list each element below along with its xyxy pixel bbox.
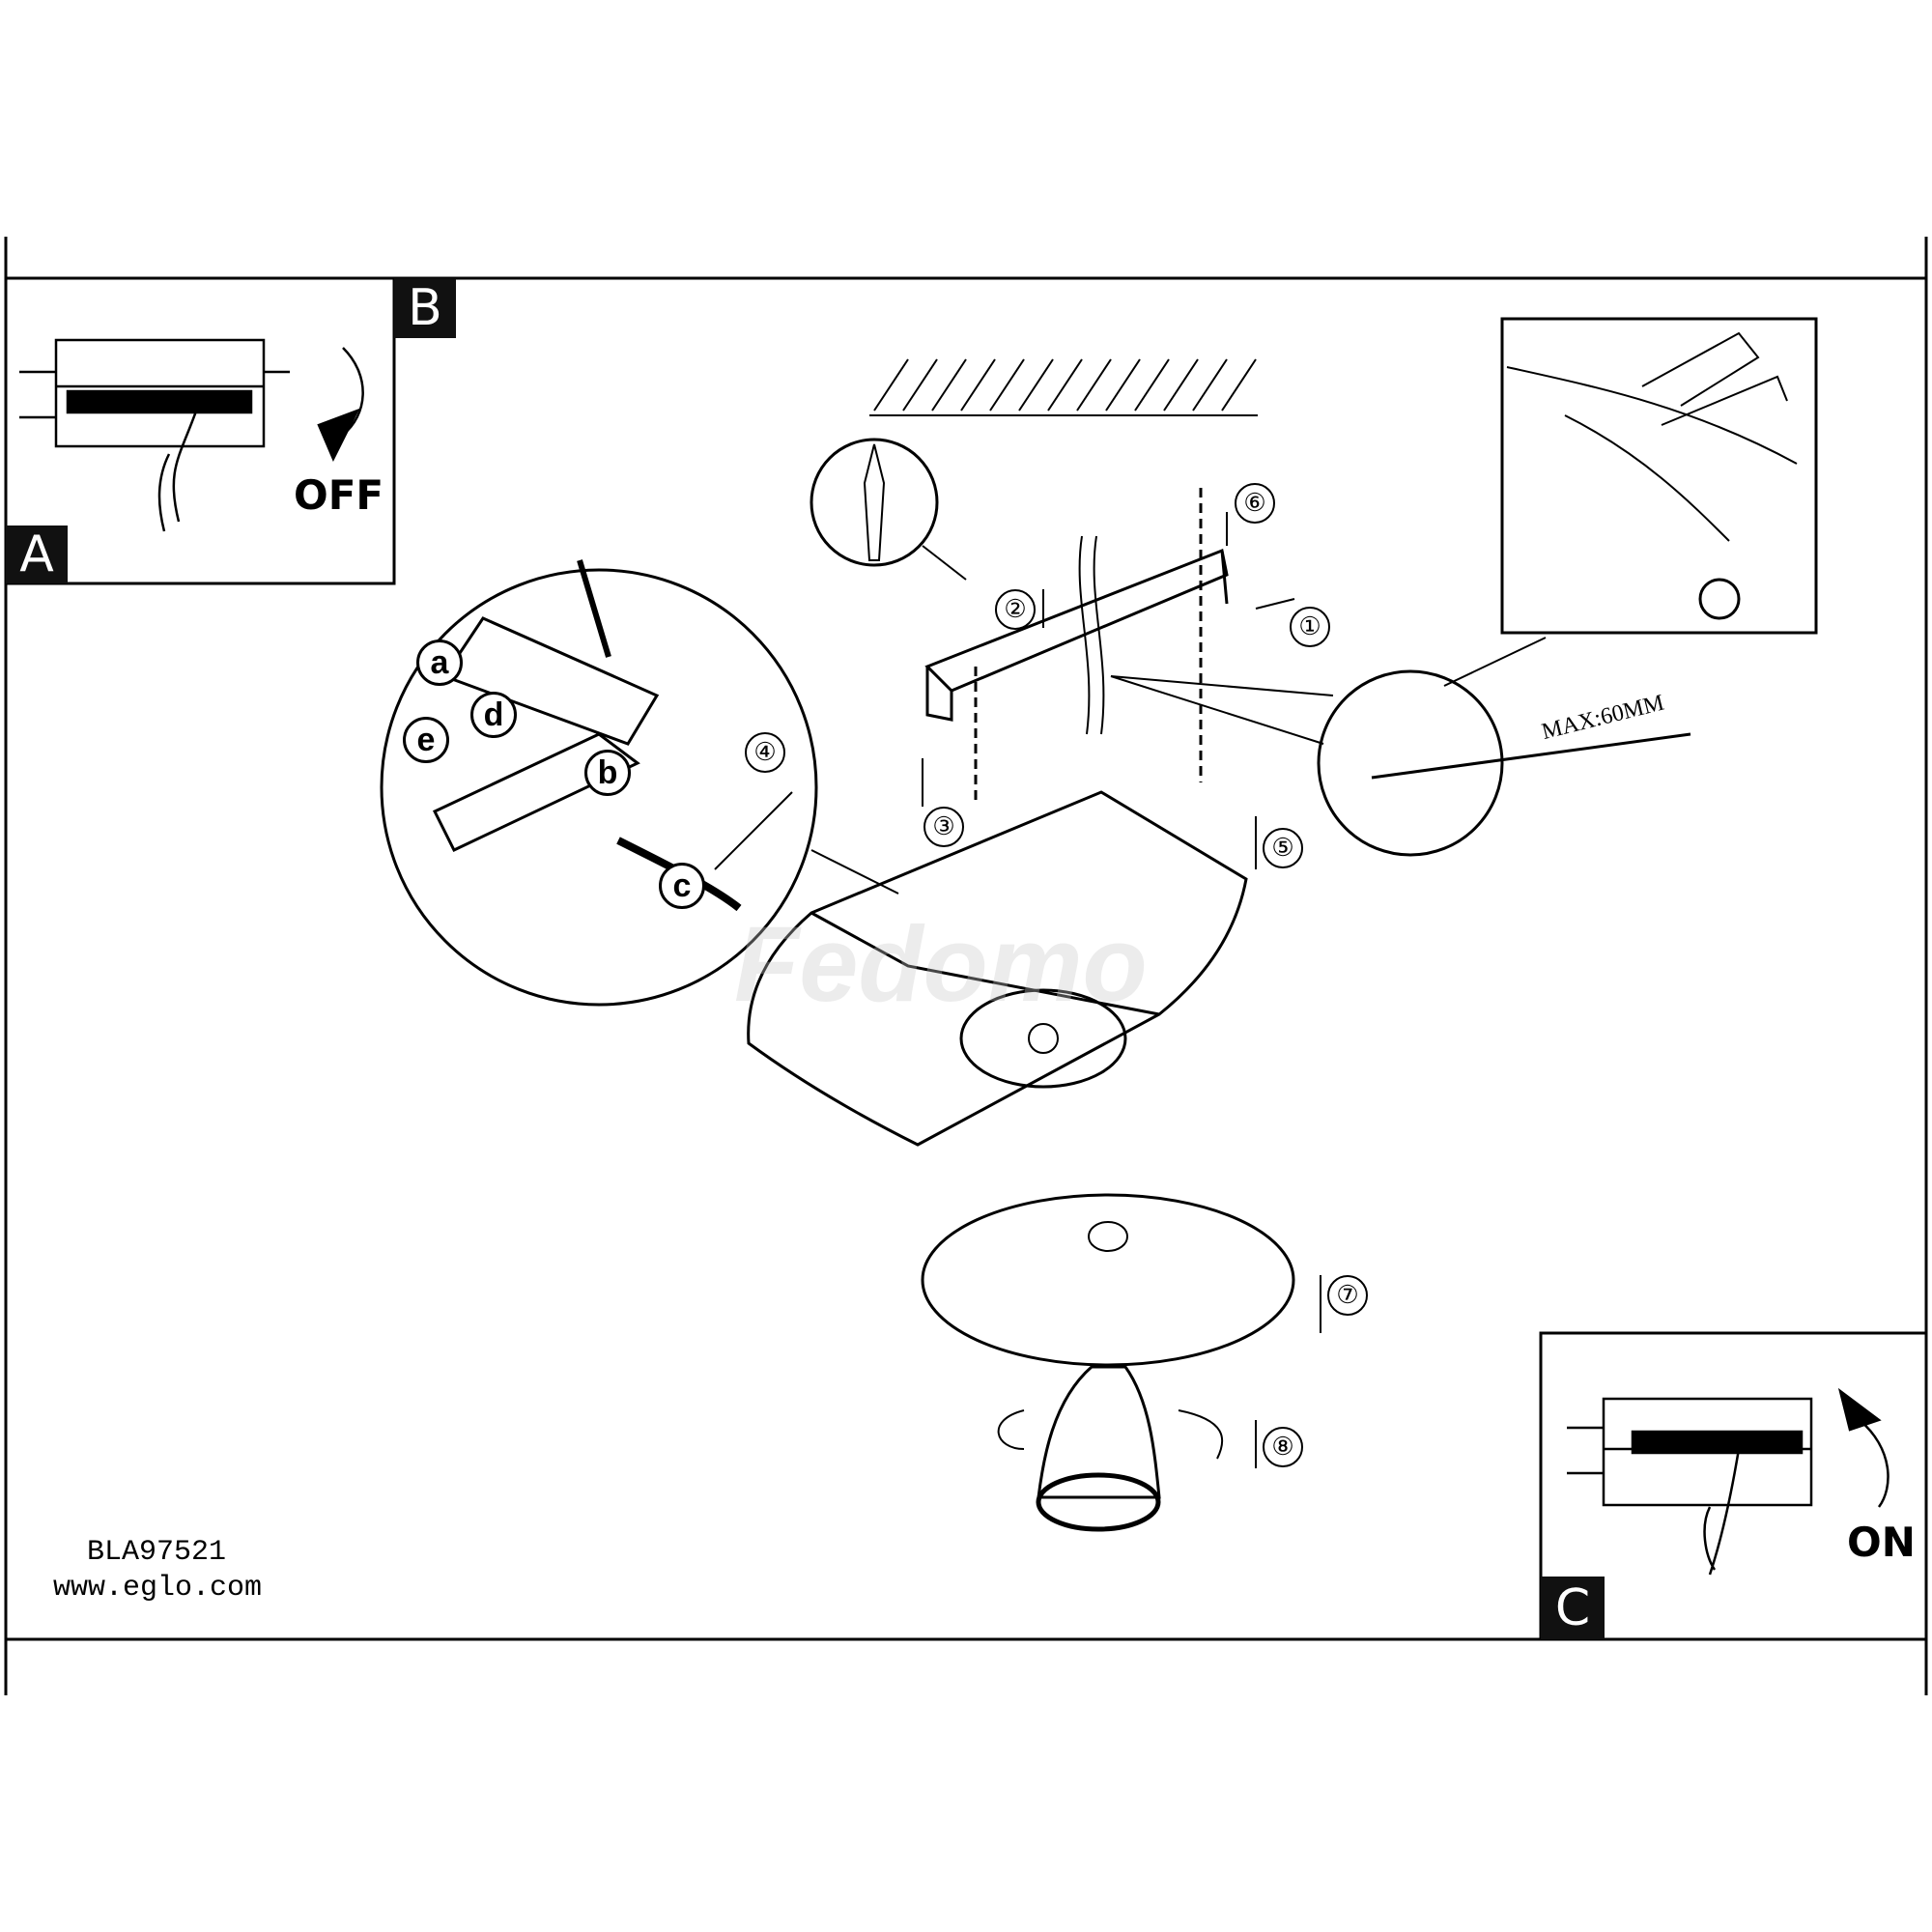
- spot-lamp: [997, 1365, 1224, 1532]
- wire-detail-circle: [1317, 669, 1504, 857]
- wall-plug-icon: [863, 443, 886, 561]
- step-4: ④: [745, 732, 785, 773]
- step-5: ⑤: [1263, 828, 1303, 868]
- step-6: ⑥: [1235, 483, 1275, 524]
- website-url: www.eglo.com: [53, 1572, 263, 1605]
- wiring-step-c: c: [659, 863, 705, 909]
- step-2: ②: [995, 589, 1036, 630]
- breaker-on-icon: [1567, 1387, 1889, 1576]
- step-7: ⑦: [1327, 1275, 1368, 1316]
- step-8: ⑧: [1263, 1427, 1303, 1467]
- direction-arrows: [922, 512, 1321, 1468]
- panel-c-label: C: [1541, 1577, 1605, 1639]
- ground-symbol-icon: [1698, 578, 1741, 620]
- wiring-step-a: a: [416, 639, 463, 686]
- mounting-bracket: [924, 488, 1229, 802]
- canopy-plate: [747, 790, 1248, 1147]
- terminal-block: [432, 732, 640, 852]
- wiring-step-e: e: [403, 717, 449, 763]
- panel-a-label: A: [6, 526, 68, 583]
- panel-c-frame: [1539, 1331, 1928, 1641]
- ceiling-hatch: [869, 358, 1258, 416]
- panel-b-label: B: [394, 278, 456, 338]
- terminal-detail-circle: [380, 568, 818, 1007]
- off-label: OFF: [294, 471, 384, 519]
- pliers-icon: [1641, 331, 1788, 426]
- dowel-detail-circle: [810, 438, 939, 567]
- watermark: Fedomo: [734, 905, 1148, 1024]
- step-3: ③: [923, 807, 964, 847]
- wiring-step-d: d: [470, 692, 517, 738]
- step-1: ①: [1290, 607, 1330, 647]
- breaker-off-icon: [19, 338, 364, 532]
- model-number: BLA97521: [87, 1536, 227, 1569]
- on-label: ON: [1847, 1519, 1916, 1566]
- wiring-step-b: b: [584, 750, 631, 796]
- decorative-disk: [921, 1193, 1295, 1367]
- panel-b-frame: [4, 276, 396, 585]
- pliers-detail-frame: [1500, 317, 1818, 635]
